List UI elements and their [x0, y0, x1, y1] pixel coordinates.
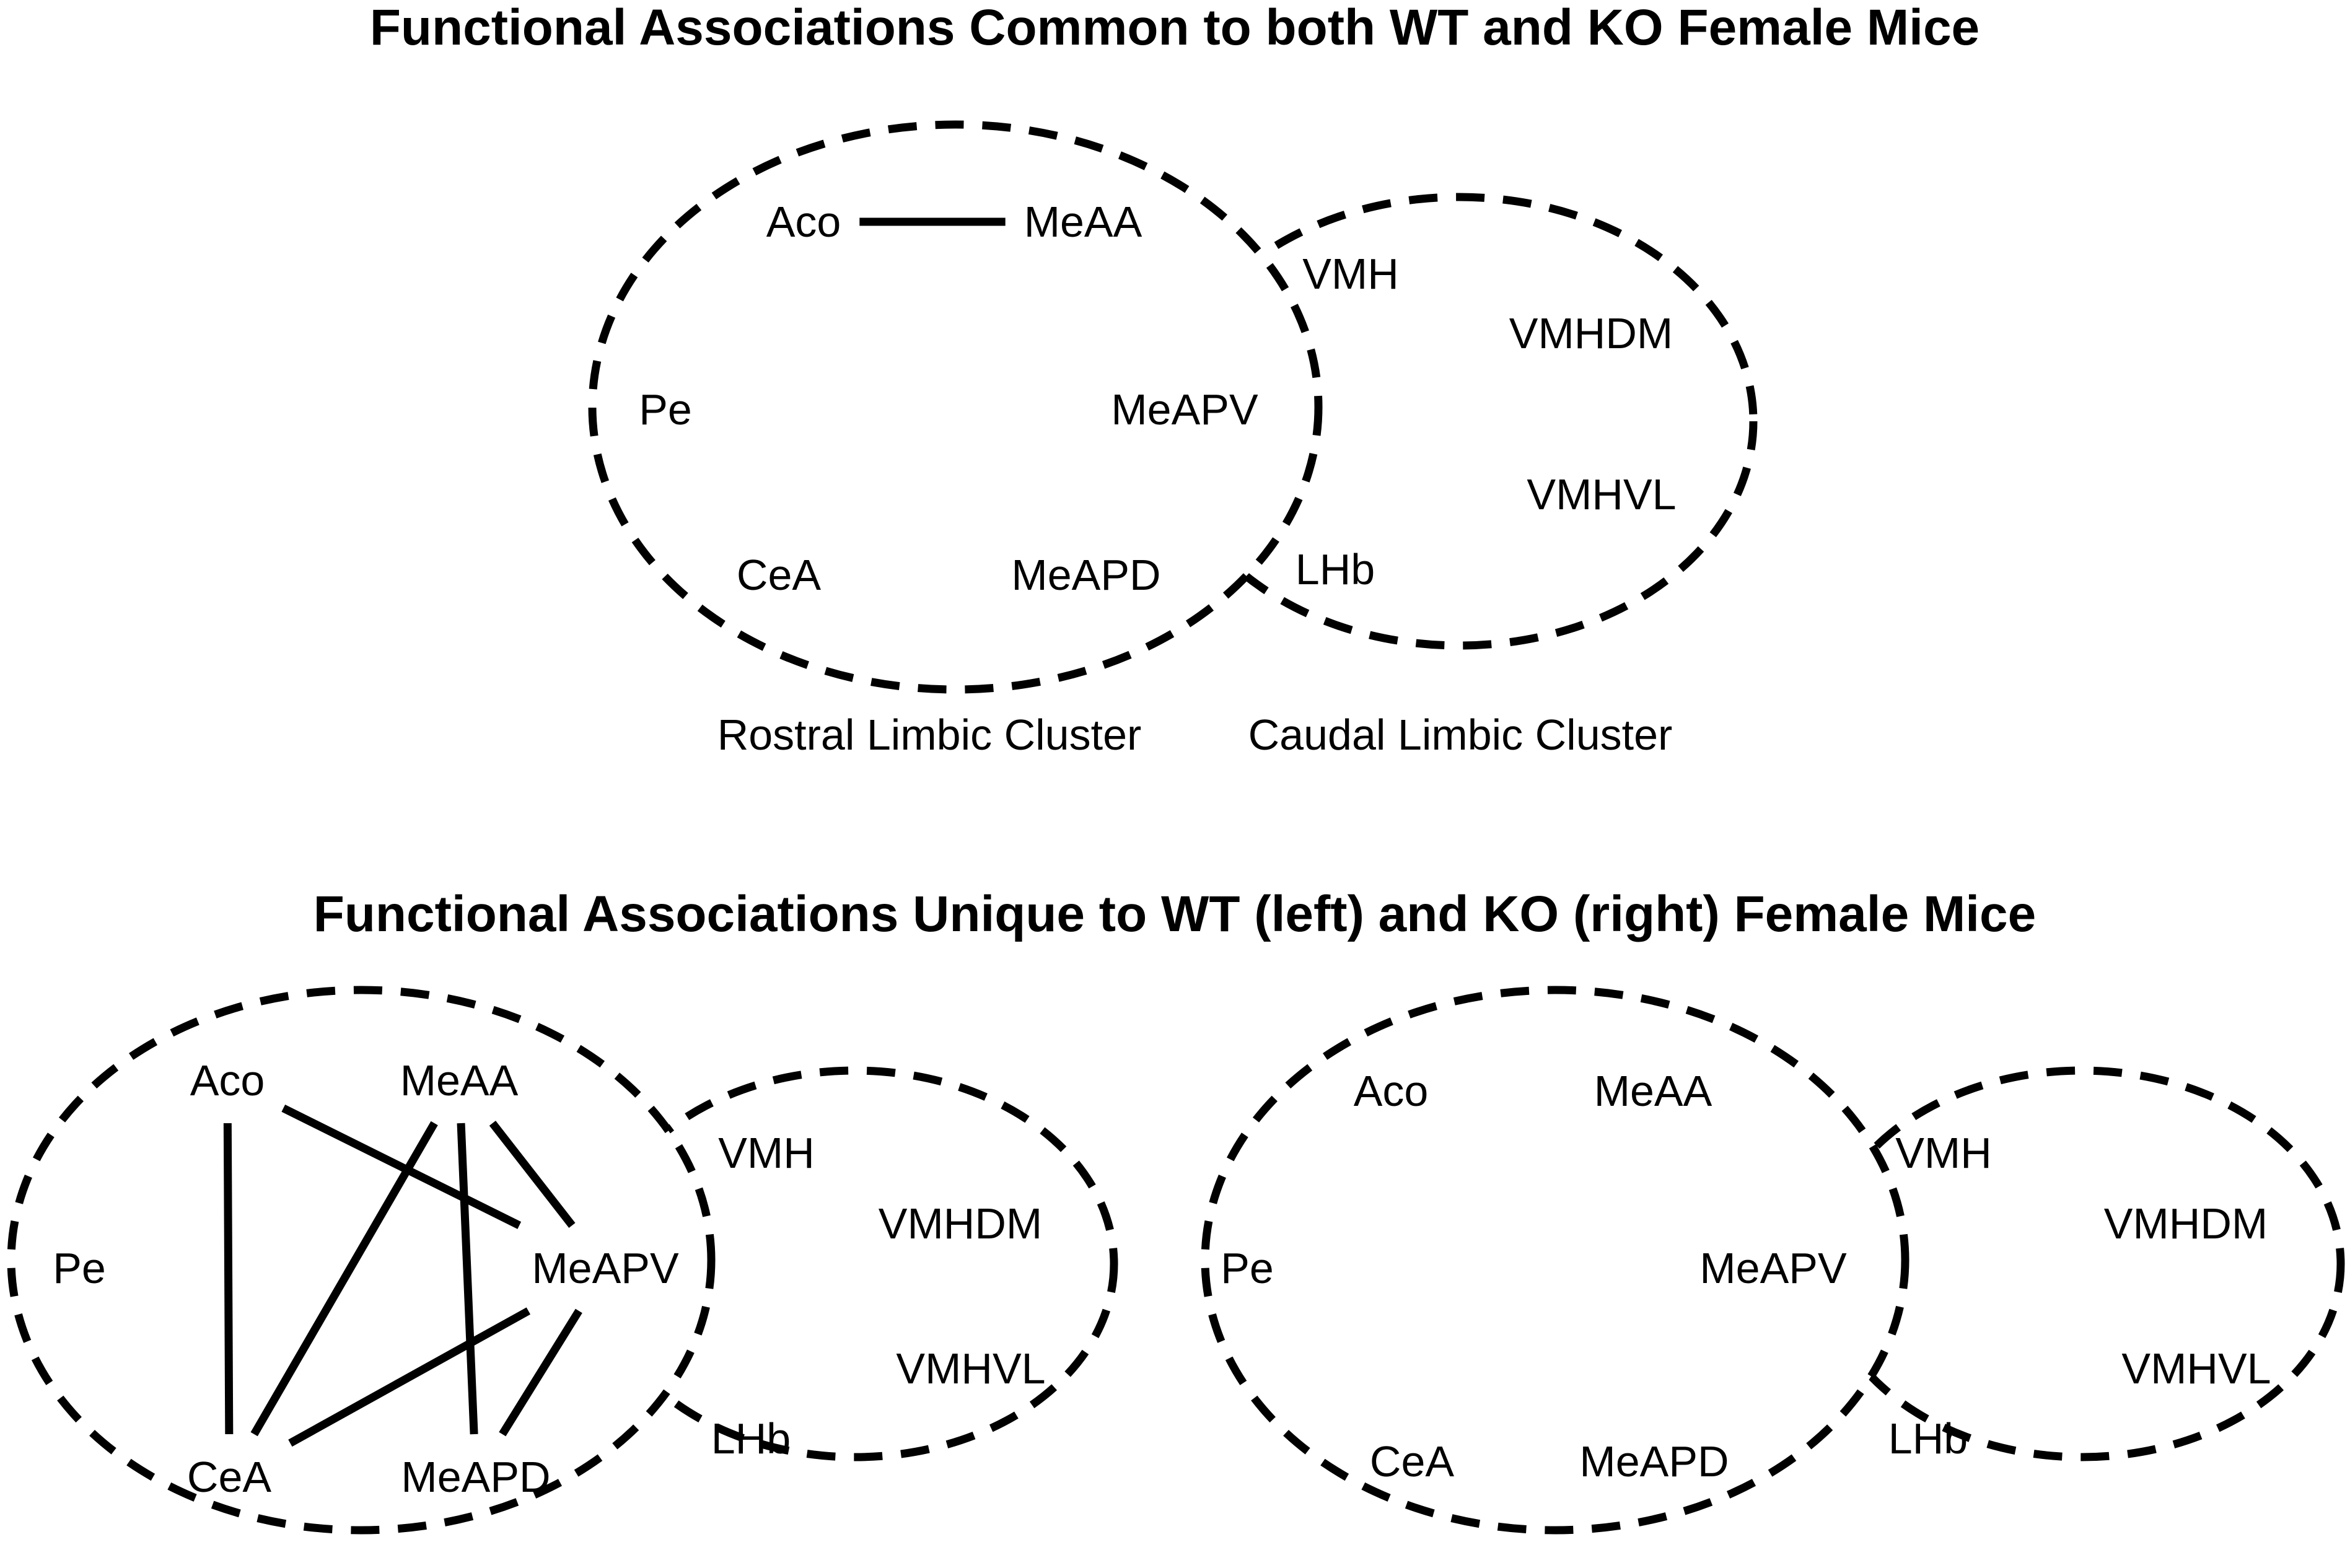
- top-title: Functional Associations Common to both W…: [370, 0, 1980, 56]
- ko-region-label-cea: CeA: [1370, 1437, 1454, 1486]
- edge-meapv-meapd: [499, 1308, 582, 1437]
- ko-region-label-meapd: MeAPD: [1579, 1437, 1729, 1486]
- rostral-cluster-label: Rostral Limbic Cluster: [717, 711, 1142, 759]
- bottom-title: Functional Associations Unique to WT (le…: [313, 886, 2037, 942]
- edges-wt: [223, 1105, 582, 1447]
- edge-meaa-cea: [250, 1121, 438, 1437]
- ko-region-label-meaa: MeAA: [1594, 1067, 1712, 1115]
- region-label-pe: Pe: [639, 385, 692, 434]
- wt-region-label-vmhdm: VMHDM: [879, 1199, 1042, 1248]
- region-label-aco: Aco: [766, 198, 841, 246]
- edge-aco-meapv: [281, 1105, 522, 1229]
- region-label-cea: CeA: [737, 551, 821, 599]
- ko-region-label-vmhdm: VMHDM: [2104, 1199, 2268, 1248]
- wt-region-label-cea: CeA: [187, 1453, 271, 1501]
- region-label-meapd: MeAPD: [1011, 551, 1160, 599]
- wt-region-label-pe: Pe: [53, 1244, 106, 1292]
- ko-region-label-vmhvl: VMHVL: [2121, 1344, 2271, 1393]
- region-label-vmhdm: VMHDM: [1509, 309, 1673, 357]
- wt-rostral-cluster-ellipse: [7, 986, 716, 1535]
- panel-wt-unique: Aco MeAA Pe MeAPV CeA MeAPD VMH VMHDM VM…: [7, 986, 1118, 1535]
- rostral-cluster-ellipse: [588, 120, 1323, 694]
- wt-region-label-lhb: LHb: [711, 1414, 791, 1463]
- edge-meapv-cea: [288, 1307, 531, 1447]
- wt-region-label-vmh: VMH: [718, 1129, 815, 1177]
- ko-region-label-lhb: LHb: [1888, 1414, 1968, 1463]
- caudal-cluster-label: Caudal Limbic Cluster: [1248, 711, 1673, 759]
- region-label-meaa: MeAA: [1024, 198, 1142, 246]
- region-label-vmhvl: VMHVL: [1527, 470, 1676, 519]
- wt-region-label-aco: Aco: [190, 1056, 265, 1105]
- panel-common: Aco MeAA Pe MeAPV CeA MeAPD VMH VMHDM VM…: [588, 120, 1758, 759]
- edge-meaa-meapd: [457, 1123, 478, 1435]
- ko-region-label-vmh: VMH: [1895, 1129, 1992, 1177]
- ko-region-label-pe: Pe: [1221, 1244, 1274, 1292]
- wt-region-label-meapd: MeAPD: [401, 1453, 550, 1501]
- ko-rostral-cluster-ellipse: [1201, 986, 1909, 1535]
- wt-region-label-vmhvl: VMHVL: [896, 1344, 1045, 1393]
- wt-region-label-meaa: MeAA: [400, 1056, 519, 1105]
- panel-ko-unique: Aco MeAA Pe MeAPV CeA MeAPD VMH VMHDM VM…: [1201, 986, 2345, 1535]
- wt-region-label-meapv: MeAPV: [532, 1244, 679, 1292]
- edge-aco-cea: [223, 1123, 234, 1435]
- ko-region-label-meapv: MeAPV: [1699, 1244, 1847, 1292]
- edge-meaa-meapv: [489, 1121, 576, 1228]
- region-label-vmh: VMH: [1302, 250, 1399, 298]
- region-label-meapv: MeAPV: [1111, 385, 1258, 434]
- ko-region-label-aco: Aco: [1354, 1067, 1429, 1115]
- region-label-lhb: LHb: [1296, 545, 1375, 593]
